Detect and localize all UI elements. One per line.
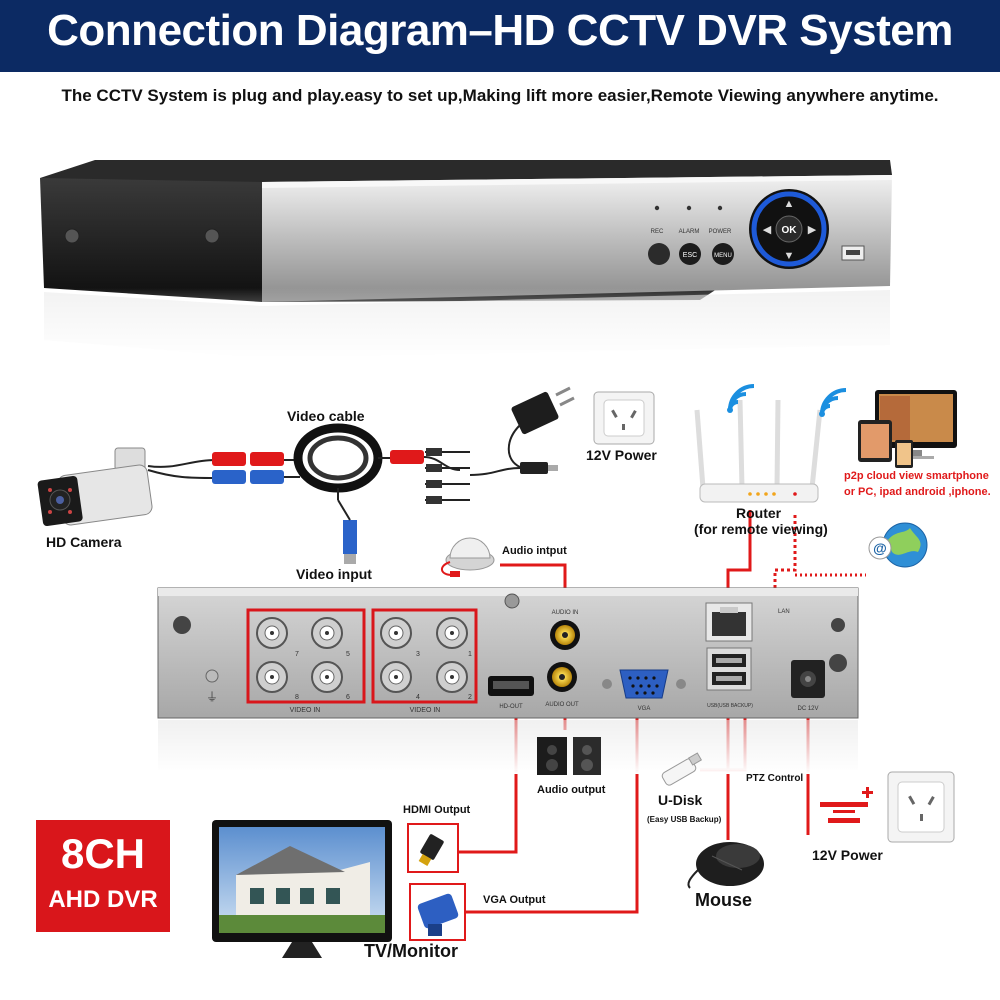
audio-in-label: AUDIO IN — [552, 610, 579, 616]
dvr-front-unit: REC ALARM POWER ESC MENU OK ▲ ▼ ◀ ▶ — [30, 160, 910, 358]
esc-button-label: ESC — [683, 252, 697, 259]
power-label: POWER — [709, 229, 732, 235]
power-adapter — [507, 386, 575, 468]
nav-left-icon[interactable]: ◀ — [763, 224, 772, 236]
usb-label: USB(USB BACKUP) — [707, 703, 753, 709]
page-title: Connection Diagram–HD CCTV DVR System — [47, 6, 953, 55]
audio-input-label: Audio intput — [502, 545, 567, 557]
ok-button[interactable] — [775, 215, 803, 243]
video-in-label-2: VIDEO IN — [410, 707, 441, 714]
vga-cable-icon — [409, 883, 466, 941]
port-number: 8 — [295, 694, 299, 701]
udisk-label: U-Disk — [658, 792, 703, 808]
mouse-icon — [687, 842, 764, 889]
nav-up-icon[interactable]: ▲ — [784, 198, 795, 210]
bnc-connector — [343, 520, 357, 554]
hdmi-port — [488, 676, 534, 696]
port-number: 2 — [468, 694, 472, 701]
svg-text:⏚: ⏚ — [206, 690, 218, 704]
ptz-control-label: PTZ Control — [746, 773, 804, 784]
menu-button-label: MENU — [714, 253, 732, 259]
video-cable-label: Video cable — [287, 408, 365, 424]
vga-port — [602, 669, 686, 699]
dc-power-symbol — [820, 787, 873, 823]
audio-out-label: AUDIO OUT — [545, 702, 579, 708]
port-number: 7 — [295, 651, 299, 658]
port-number: 3 — [416, 651, 420, 658]
port-numbers: 7 5 3 1 8 6 4 2 — [295, 651, 472, 701]
hdmi-cable-icon — [407, 823, 459, 873]
dvr-back-panel: ⏚ — [150, 587, 870, 774]
lan-port — [705, 602, 753, 642]
audio-out-port — [547, 662, 577, 692]
page-subtitle: The CCTV System is plug and play.easy to… — [61, 86, 939, 105]
router-sub-label: (for remote viewing) — [694, 521, 828, 537]
lan-label: LAN — [778, 609, 790, 615]
rec-led — [654, 205, 660, 211]
wall-socket-top — [593, 391, 655, 445]
title-bar — [0, 0, 1000, 72]
vga-output-label: VGA Output — [483, 894, 546, 906]
hdmi-output-label: HDMI Output — [403, 804, 471, 816]
vga-label: VGA — [638, 706, 651, 712]
alarm-label: ALARM — [679, 229, 700, 235]
video-input-label: Video input — [296, 566, 372, 582]
port-number: 4 — [416, 694, 420, 701]
audio-in-port — [550, 620, 580, 650]
nav-right-icon[interactable]: ▶ — [808, 224, 817, 236]
hd-out-label: HD-OUT — [499, 704, 523, 710]
port-number: 6 — [346, 694, 350, 701]
usb-ports — [706, 647, 752, 691]
menu-button[interactable] — [712, 243, 734, 265]
esc-button[interactable] — [679, 243, 701, 265]
port-number: 5 — [346, 651, 350, 658]
power-label-top: 12V Power — [586, 447, 657, 463]
power-led — [717, 205, 723, 211]
microphone — [441, 537, 495, 577]
wall-socket-bottom — [887, 771, 955, 843]
router — [694, 399, 823, 503]
video-cable — [147, 423, 558, 564]
dc-power-jack — [791, 660, 825, 698]
remote-devices — [858, 390, 957, 468]
p2p-note-line1: p2p cloud view smartphone — [844, 470, 989, 482]
video-in-group-2 — [371, 608, 478, 704]
badge-channel-count: 8CH — [60, 830, 146, 877]
usb-disk-icon — [661, 752, 703, 786]
speakers — [537, 737, 601, 775]
badge-product-type: AHD DVR — [48, 886, 158, 913]
bnc-ports — [256, 617, 468, 693]
udisk-sub-label: (Easy USB Backup) — [647, 815, 722, 824]
p2p-note-line2: or PC, ipad android ,iphone. — [844, 486, 991, 498]
wifi-icon — [728, 384, 847, 415]
hd-camera — [37, 447, 153, 527]
dc-label: DC 12V — [797, 706, 818, 712]
ok-button-label: OK — [782, 225, 798, 236]
alarm-led — [686, 205, 692, 211]
port-number: 1 — [468, 651, 472, 658]
router-label: Router — [736, 505, 782, 521]
video-in-label-1: VIDEO IN — [290, 707, 321, 714]
tv-monitor-label: TV/Monitor — [364, 941, 458, 961]
product-badge: 8CH AHD DVR — [36, 820, 170, 932]
svg-text:@: @ — [873, 540, 887, 556]
nav-down-icon[interactable]: ▼ — [784, 250, 795, 262]
hd-camera-label: HD Camera — [46, 534, 122, 550]
rec-label: REC — [651, 229, 664, 235]
mouse-label: Mouse — [695, 890, 753, 910]
ir-receiver — [648, 243, 670, 265]
video-in-group-1 — [246, 608, 366, 704]
power-label-bottom: 12V Power — [812, 847, 883, 863]
audio-output-label: Audio output — [537, 784, 606, 796]
tv-monitor — [212, 820, 392, 958]
internet-globe-icon: @ — [868, 522, 928, 568]
